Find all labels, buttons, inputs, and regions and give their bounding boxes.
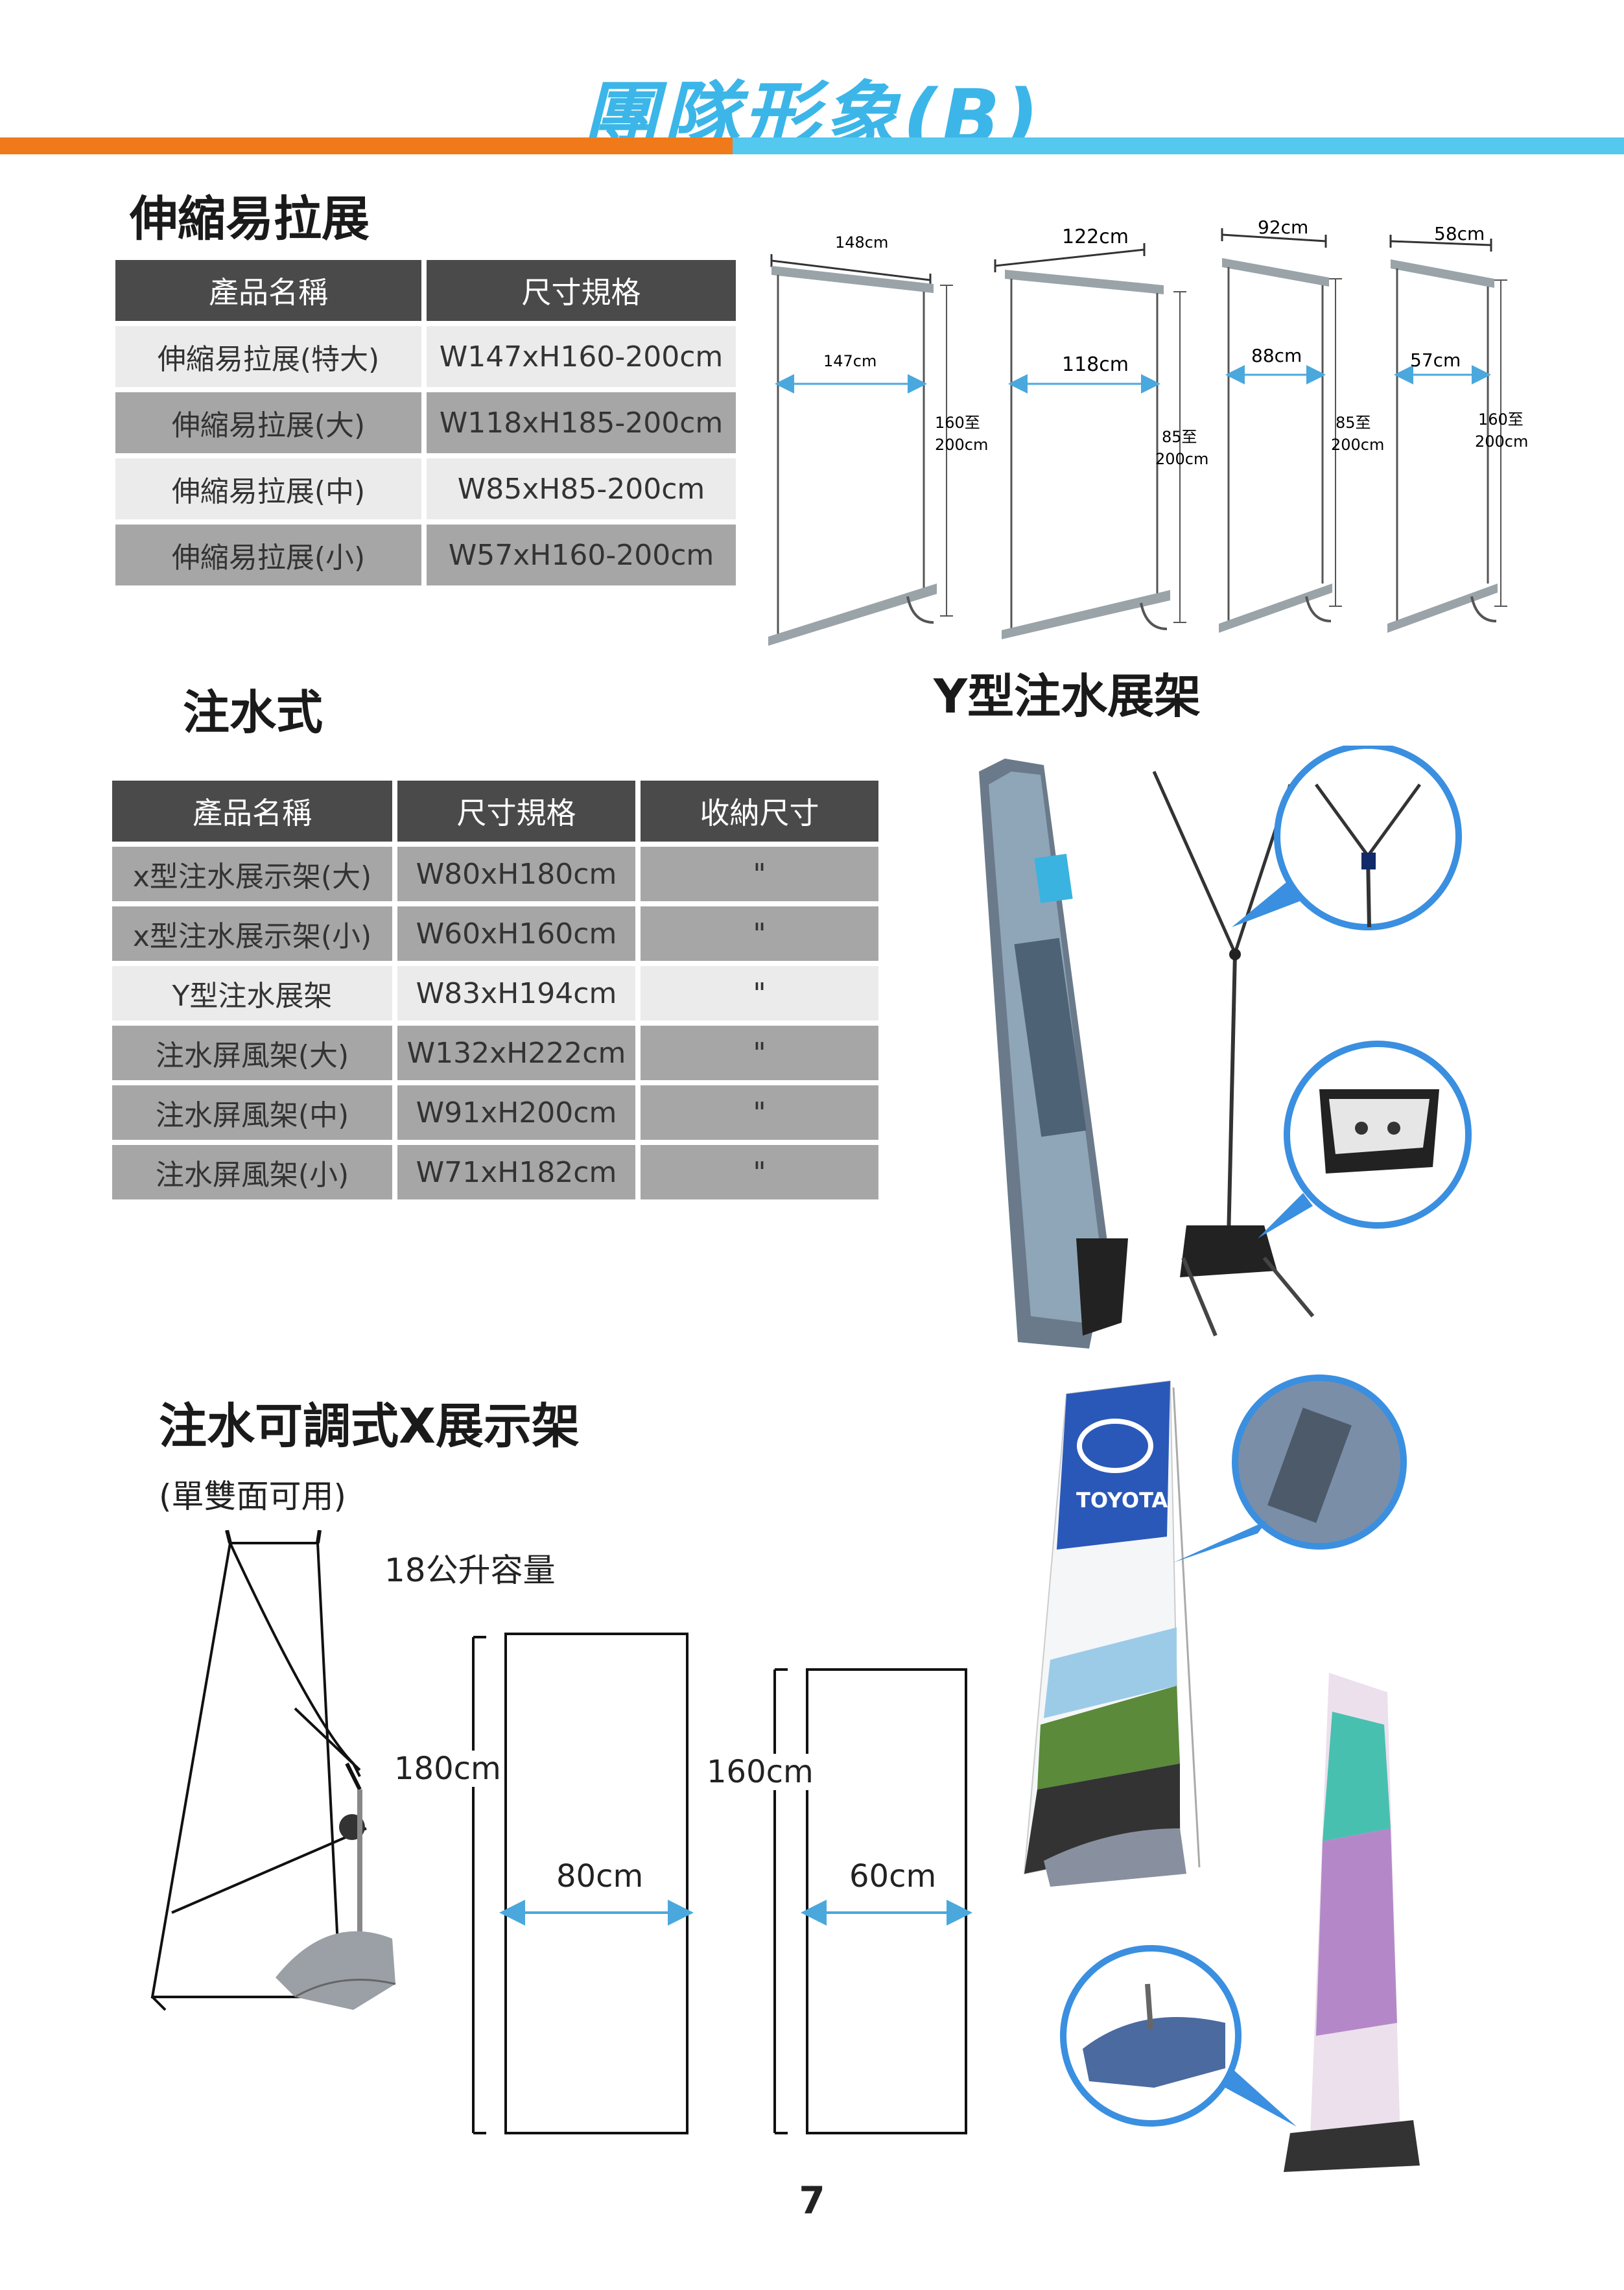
dim-label: 147cm — [823, 352, 877, 370]
dim-label: 148cm — [835, 233, 888, 252]
dim-label: 88cm — [1251, 345, 1302, 366]
y-stand-photo — [979, 746, 1472, 1349]
table-cell: 伸縮易拉展(中) — [115, 458, 421, 519]
table-header: 尺寸規格 — [397, 781, 635, 842]
y-stand-heading: Y型注水展架 — [934, 669, 1201, 724]
table-cell: 伸縮易拉展(大) — [115, 392, 421, 453]
rect2-width: 60cm — [849, 1858, 937, 1895]
table-row: 注水屏風架(大) W132xH222cm " — [112, 1026, 878, 1080]
table-cell: W71xH182cm — [397, 1145, 635, 1199]
table-row: 注水屏風架(小) W71xH182cm " — [112, 1145, 878, 1199]
table-cell: W80xH180cm — [397, 847, 635, 901]
table-cell: W132xH222cm — [397, 1026, 635, 1080]
dim-label: 118cm — [1062, 353, 1129, 376]
table-cell: " — [641, 1085, 878, 1140]
rect1-height: 180cm — [394, 1751, 501, 1787]
rect1-width: 80cm — [556, 1858, 644, 1895]
dim-label: 200cm — [1155, 450, 1208, 468]
dim-label: 57cm — [1410, 349, 1461, 371]
table-header: 尺寸規格 — [427, 260, 736, 321]
table-cell: Y型注水展架 — [112, 966, 392, 1021]
x-stand-dimensions — [472, 1633, 972, 2134]
section1-table: 產品名稱 尺寸規格 伸縮易拉展(特大) W147xH160-200cm 伸縮易拉… — [110, 255, 741, 591]
dim-label: 58cm — [1434, 223, 1485, 244]
table-cell: W91xH200cm — [397, 1085, 635, 1140]
table-cell: W85xH85-200cm — [427, 458, 736, 519]
header-bar-orange — [0, 137, 733, 154]
x-stand-photos: TOYOTA — [1023, 1375, 1420, 2172]
rollup-diagram-2 — [994, 243, 1186, 639]
section2-heading: 注水式 — [183, 685, 324, 740]
page-number: 7 — [799, 2178, 825, 2223]
table-cell: 注水屏風架(大) — [112, 1026, 392, 1080]
table-row: 伸縮易拉展(大) W118xH185-200cm — [115, 392, 736, 453]
table-cell: x型注水展示架(大) — [112, 847, 392, 901]
table-cell: " — [641, 966, 878, 1021]
dim-label: 200cm — [1475, 432, 1528, 451]
table-cell: 伸縮易拉展(特大) — [115, 326, 421, 387]
table-row: 伸縮易拉展(特大) W147xH160-200cm — [115, 326, 736, 387]
table-cell: " — [641, 906, 878, 961]
x-stand-drawing — [150, 1530, 396, 2011]
table-cell: W57xH160-200cm — [427, 525, 736, 585]
section3-subheading: (單雙面可用) — [159, 1478, 347, 1515]
dim-label: 160至 — [935, 414, 980, 432]
table-header: 產品名稱 — [112, 781, 392, 842]
table-row: 伸縮易拉展(中) W85xH85-200cm — [115, 458, 736, 519]
table-cell: " — [641, 1026, 878, 1080]
rollup-diagram-3 — [1219, 228, 1342, 633]
rollup-banner-diagrams: 148cm 147cm 160至 200cm 122cm 118cm 85至 2… — [768, 217, 1528, 646]
dim-label: 122cm — [1062, 226, 1129, 248]
table-cell: W83xH194cm — [397, 966, 635, 1021]
table-row: x型注水展示架(大) W80xH180cm " — [112, 847, 878, 901]
toyota-wordmark: TOYOTA — [1076, 1488, 1168, 1513]
section1-heading: 伸縮易拉展 — [130, 191, 370, 247]
table-cell: " — [641, 847, 878, 901]
dim-label: 92cm — [1258, 217, 1308, 238]
rollup-diagram-4 — [1387, 235, 1507, 633]
table-cell: x型注水展示架(小) — [112, 906, 392, 961]
table-row: 注水屏風架(中) W91xH200cm " — [112, 1085, 878, 1140]
table-cell: 注水屏風架(小) — [112, 1145, 392, 1199]
dim-label: 160至 — [1478, 410, 1524, 429]
dim-label: 85至 — [1336, 414, 1371, 432]
table-cell: W118xH185-200cm — [427, 392, 736, 453]
section3-heading: 注水可調式X展示架 — [159, 1399, 580, 1454]
header-bar-blue — [733, 137, 1624, 154]
capacity-label: 18公升容量 — [384, 1552, 556, 1589]
rollup-diagram-1 — [768, 254, 953, 646]
table-row: Y型注水展架 W83xH194cm " — [112, 966, 878, 1021]
table-cell: 伸縮易拉展(小) — [115, 525, 421, 585]
table-cell: " — [641, 1145, 878, 1199]
table-cell: W60xH160cm — [397, 906, 635, 961]
dim-label: 200cm — [935, 436, 988, 454]
rect2-height: 160cm — [707, 1754, 814, 1790]
dim-label: 85至 — [1162, 428, 1197, 446]
table-header: 產品名稱 — [115, 260, 421, 321]
table-row: x型注水展示架(小) W60xH160cm " — [112, 906, 878, 961]
section2-table: 產品名稱 尺寸規格 收納尺寸 x型注水展示架(大) W80xH180cm " x… — [107, 775, 884, 1205]
dim-label: 200cm — [1331, 436, 1384, 454]
table-header: 收納尺寸 — [641, 781, 878, 842]
table-cell: 注水屏風架(中) — [112, 1085, 392, 1140]
table-cell: W147xH160-200cm — [427, 326, 736, 387]
table-row: 伸縮易拉展(小) W57xH160-200cm — [115, 525, 736, 585]
